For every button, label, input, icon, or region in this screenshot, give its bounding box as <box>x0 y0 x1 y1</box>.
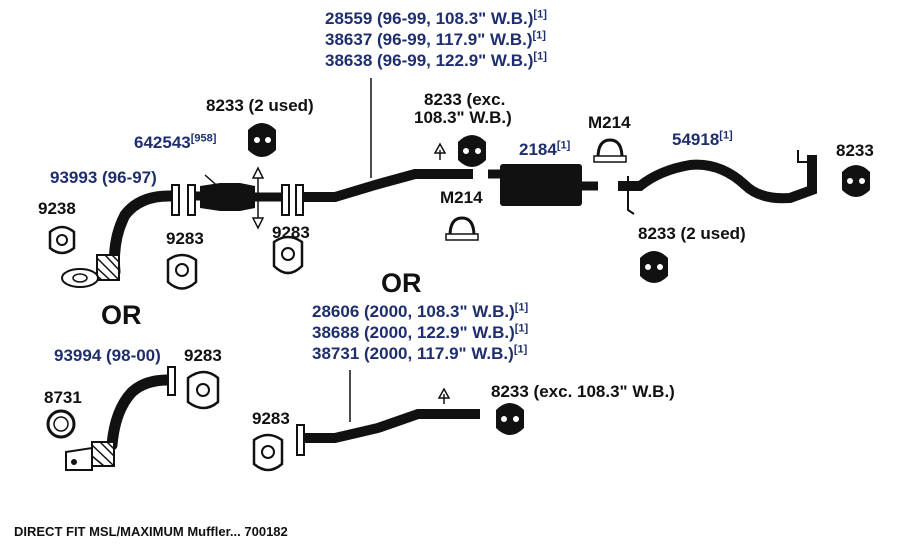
label-8233-exc-2: 108.3" W.B.) <box>414 108 512 127</box>
front-pipe-93993 <box>61 190 178 288</box>
top-pipe-part: 38637 <box>325 30 373 49</box>
intermediate-pipe-top <box>303 169 473 202</box>
top-pipe-part: 38638 <box>325 51 373 70</box>
flange-a <box>171 184 180 216</box>
label-2184: 2184[1] <box>519 140 570 160</box>
label-9238: 9238 <box>38 199 76 218</box>
label-8233-2-used-top: 8233 (2 used) <box>206 96 314 115</box>
clamp-m214-lower <box>445 216 479 241</box>
converter-642543 <box>200 183 255 211</box>
tailpipe-part: 54918 <box>672 130 720 149</box>
bottom-pipe-note: [1] <box>514 301 529 314</box>
top-pipe-note: [1] <box>532 29 546 42</box>
bottom-pipe-note: [1] <box>514 322 529 335</box>
bottom-pipe-label-group: 28606 (2000, 108.3" W.B.)[1] 38688 (2000… <box>312 302 528 365</box>
hanger-icon-right-lower <box>640 251 668 283</box>
label-8233-2-used-right: 8233 (2 used) <box>638 224 746 243</box>
label-8731: 8731 <box>44 388 82 407</box>
bottom-pipe-part: 38688 <box>312 323 360 342</box>
label-93994: 93994 (98-00) <box>54 346 161 365</box>
arrow-up-icon-bottom <box>437 387 451 404</box>
label-m214-upper: M214 <box>588 113 631 132</box>
bottom-pipe-part: 28606 <box>312 302 360 321</box>
label-9283-b: 9283 <box>184 346 222 365</box>
muffler-2184 <box>500 164 582 206</box>
hanger-icon-top-left <box>248 123 276 157</box>
bottom-pipe-part: 38731 <box>312 344 360 363</box>
muffler-note: [1] <box>556 139 571 152</box>
top-pipe-desc: (96-99, 122.9" W.B.) <box>377 51 534 70</box>
front-pipe-93994 <box>65 366 176 471</box>
flange-b <box>187 184 196 216</box>
gasket-8731 <box>46 409 76 439</box>
converter-leader <box>204 174 223 191</box>
label-m214-lower: M214 <box>440 188 483 207</box>
flange-d <box>295 184 304 216</box>
bottom-pipe-desc: (2000, 122.9" W.B.) <box>364 323 515 342</box>
top-pipe-note: [1] <box>533 50 547 63</box>
converter-note: [958] <box>190 132 217 145</box>
tailpipe-54918 <box>618 150 817 215</box>
label-54918: 54918[1] <box>672 130 733 150</box>
intermediate-pipe-bottom <box>304 409 480 443</box>
hanger-icon-top-mid <box>458 135 486 167</box>
converter-part: 642543 <box>134 133 191 152</box>
hanger-icon-right <box>842 165 870 197</box>
bottom-pipe-desc: (2000, 117.9" W.B.) <box>364 344 514 363</box>
label-8233-exc-1: 8233 (exc. <box>424 90 506 109</box>
label-9283-left: 9283 <box>166 229 204 248</box>
label-8233-exc-bottom: 8233 (exc. 108.3" W.B.) <box>491 382 675 401</box>
label-9283-c: 9283 <box>252 409 290 428</box>
top-pipe-note: [1] <box>533 8 547 21</box>
or-label-left: OR <box>101 300 142 330</box>
clamp-m214-upper <box>593 138 627 163</box>
top-pipe-part: 28559 <box>325 9 373 28</box>
muffler-part: 2184 <box>519 140 557 159</box>
flange-c <box>281 184 290 216</box>
bottom-pipe-note: [1] <box>513 343 528 356</box>
label-93993: 93993 (96-97) <box>50 168 157 187</box>
top-pipe-label-group: 28559 (96-99, 108.3" W.B.)[1] 38637 (96-… <box>325 9 547 72</box>
bottom-pipe-desc: (2000, 108.3" W.B.) <box>364 302 515 321</box>
label-8233-right: 8233 <box>836 141 874 160</box>
label-9283-mid: 9283 <box>272 223 310 242</box>
tailpipe-note: [1] <box>719 129 733 142</box>
top-pipe-desc: (96-99, 117.9" W.B.) <box>377 30 533 49</box>
flange-bottom <box>296 424 305 456</box>
hanger-icon-bottom <box>496 403 524 435</box>
top-pipe-desc: (96-99, 108.3" W.B.) <box>377 9 534 28</box>
or-label-right: OR <box>381 268 422 298</box>
footer-title: DIRECT FIT MSL/MAXIMUM Muffler... 700182 <box>14 524 288 539</box>
arrow-up-icon <box>433 142 447 160</box>
label-642543: 642543[958] <box>134 133 216 153</box>
